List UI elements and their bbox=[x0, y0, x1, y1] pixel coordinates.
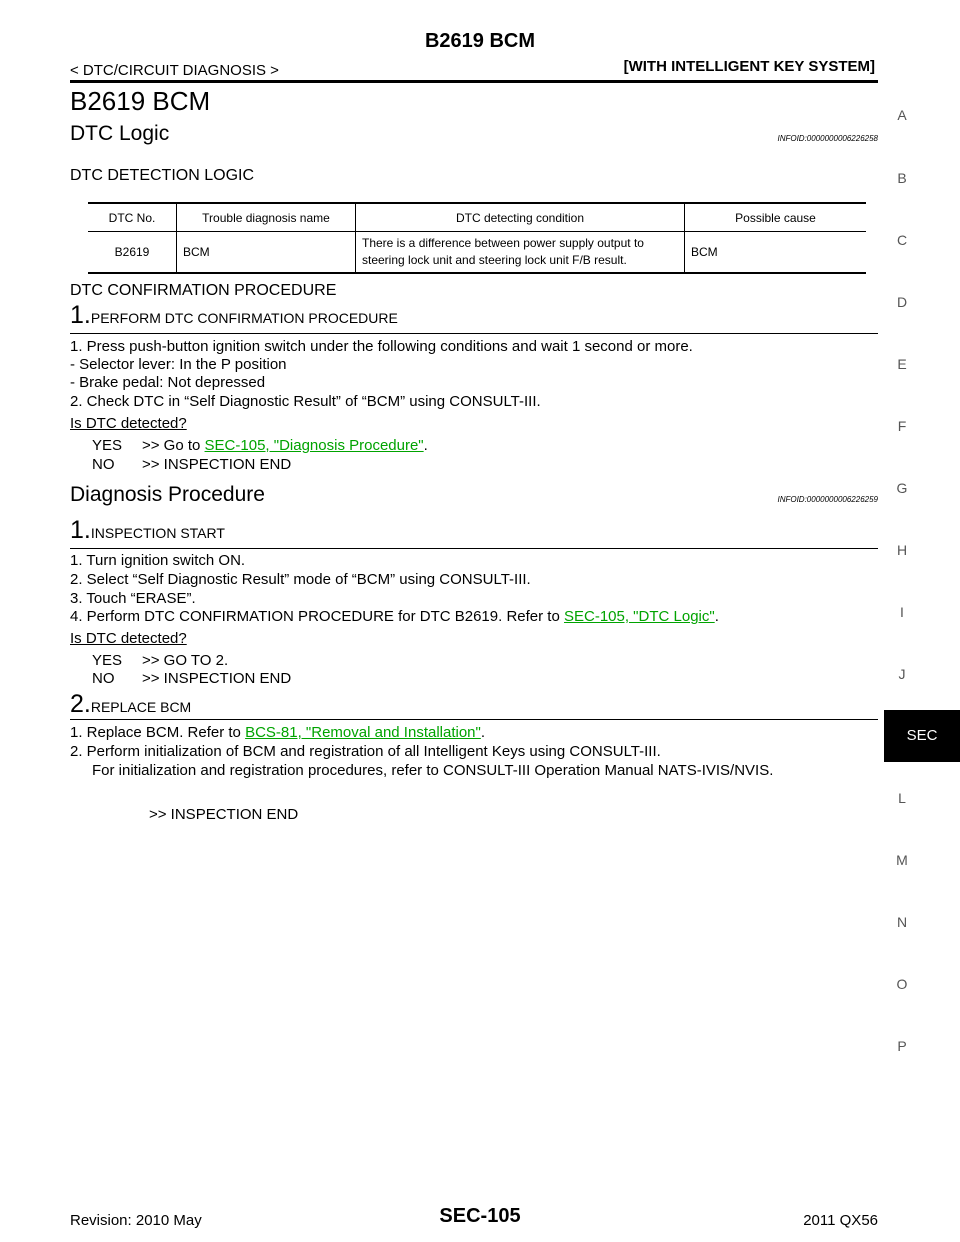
table-header-cell: Possible cause bbox=[684, 202, 866, 232]
answer-yes-label: YES bbox=[92, 652, 123, 669]
header-title: B2619 BCM bbox=[424, 30, 536, 52]
side-index-c[interactable]: C bbox=[896, 232, 908, 248]
procedure-line: 4. Perform DTC CONFIRMATION PROCEDURE fo… bbox=[70, 608, 719, 625]
procedure-line: - Brake pedal: Not depressed bbox=[70, 374, 266, 391]
step-label: REPLACE BCM bbox=[90, 699, 192, 715]
side-index-i[interactable]: I bbox=[900, 604, 904, 620]
dtc-logic-infoid: INFOID:0000000006226258 bbox=[777, 134, 878, 143]
side-index-g[interactable]: G bbox=[896, 480, 908, 496]
step-number: 1. bbox=[70, 516, 91, 544]
step-number: 2. bbox=[70, 690, 91, 718]
step-title: 1.INSPECTION START bbox=[70, 516, 225, 545]
answer-text: >> Go to bbox=[142, 437, 205, 454]
procedure-line: - Selector lever: In the P position bbox=[70, 356, 287, 373]
table-header-cell: DTC detecting condition bbox=[355, 202, 685, 232]
header-divider bbox=[70, 80, 878, 83]
procedure-line: 2. Perform initialization of BCM and reg… bbox=[70, 743, 661, 760]
step-number: 1. bbox=[70, 301, 91, 329]
dtc-logic-heading: DTC Logic bbox=[70, 122, 170, 145]
header-section: < DTC/CIRCUIT DIAGNOSIS > bbox=[70, 62, 279, 79]
step-divider bbox=[70, 333, 878, 334]
page-title: B2619 BCM bbox=[70, 86, 211, 116]
side-index-a[interactable]: A bbox=[897, 107, 907, 123]
dtc-confirmation-heading: DTC CONFIRMATION PROCEDURE bbox=[70, 282, 337, 299]
footer-revision: Revision: 2010 May bbox=[70, 1212, 202, 1229]
answer-yes-label: YES bbox=[92, 437, 123, 454]
procedure-text: 4. Perform DTC CONFIRMATION PROCEDURE fo… bbox=[70, 608, 564, 625]
procedure-line: 2. Check DTC in “Self Diagnostic Result”… bbox=[70, 393, 541, 410]
table-cell: There is a difference between power supp… bbox=[355, 231, 685, 274]
table-cell: BCM bbox=[684, 231, 866, 274]
answer-suffix: . bbox=[423, 437, 428, 454]
procedure-line: 3. Touch “ERASE”. bbox=[70, 590, 196, 607]
header-system: [WITH INTELLIGENT KEY SYSTEM] bbox=[623, 58, 875, 75]
procedure-line: 2. Select “Self Diagnostic Result” mode … bbox=[70, 571, 531, 588]
answer-yes: >> Go to SEC-105, "Diagnosis Procedure". bbox=[142, 437, 428, 454]
procedure-suffix: . bbox=[480, 724, 486, 741]
removal-installation-link[interactable]: BCS-81, "Removal and Installation" bbox=[245, 724, 481, 741]
procedure-line: 1. Turn ignition switch ON. bbox=[70, 552, 246, 569]
procedure-text: 1. Replace BCM. Refer to bbox=[70, 724, 246, 741]
side-index-d[interactable]: D bbox=[896, 294, 908, 310]
diagnosis-heading: Diagnosis Procedure bbox=[70, 483, 265, 506]
step-label: INSPECTION START bbox=[90, 525, 225, 541]
question: Is DTC detected? bbox=[70, 415, 187, 432]
side-index-h[interactable]: H bbox=[896, 542, 908, 558]
dtc-table: DTC No. Trouble diagnosis name DTC detec… bbox=[88, 202, 866, 274]
side-index-sec-active[interactable]: SEC bbox=[884, 710, 960, 762]
dtc-logic-link[interactable]: SEC-105, "DTC Logic" bbox=[563, 608, 715, 625]
side-index-m[interactable]: M bbox=[896, 852, 908, 868]
procedure-suffix: . bbox=[714, 608, 719, 625]
side-index-j[interactable]: J bbox=[898, 666, 906, 682]
table-cell: B2619 bbox=[88, 231, 177, 274]
diagnosis-infoid: INFOID:0000000006226259 bbox=[777, 495, 878, 504]
question: Is DTC detected? bbox=[70, 630, 187, 647]
step-divider bbox=[70, 548, 878, 549]
side-index-p[interactable]: P bbox=[897, 1038, 907, 1054]
step-divider bbox=[70, 719, 878, 720]
answer-no-label: NO bbox=[92, 456, 115, 473]
diagnosis-procedure-link[interactable]: SEC-105, "Diagnosis Procedure" bbox=[204, 437, 424, 454]
procedure-line: 1. Press push-button ignition switch und… bbox=[70, 338, 693, 355]
procedure-line: 1. Replace BCM. Refer to BCS-81, "Remova… bbox=[70, 724, 485, 741]
answer-no: >> INSPECTION END bbox=[142, 456, 292, 473]
table-cell: BCM bbox=[176, 231, 356, 274]
footer-model: 2011 QX56 bbox=[803, 1212, 878, 1229]
side-index-o[interactable]: O bbox=[896, 976, 908, 992]
answer-yes: >> GO TO 2. bbox=[142, 652, 229, 669]
procedure-line: For initialization and registration proc… bbox=[92, 762, 774, 779]
answer-no-label: NO bbox=[92, 670, 115, 687]
table-header-cell: Trouble diagnosis name bbox=[176, 202, 356, 232]
step-title: 2.REPLACE BCM bbox=[70, 690, 191, 719]
footer-page-number: SEC-105 bbox=[439, 1205, 521, 1227]
side-index-b[interactable]: B bbox=[897, 170, 907, 186]
dtc-detection-heading: DTC DETECTION LOGIC bbox=[70, 167, 255, 184]
step-label: PERFORM DTC CONFIRMATION PROCEDURE bbox=[90, 310, 398, 326]
side-index-l[interactable]: L bbox=[898, 790, 906, 806]
answer-no: >> INSPECTION END bbox=[142, 670, 292, 687]
side-index-f[interactable]: F bbox=[897, 418, 907, 434]
step-title: 1.PERFORM DTC CONFIRMATION PROCEDURE bbox=[70, 301, 398, 330]
side-index-n[interactable]: N bbox=[896, 914, 908, 930]
table-header-cell: DTC No. bbox=[88, 202, 177, 232]
side-index-e[interactable]: E bbox=[897, 356, 907, 372]
table-row: B2619 BCM There is a difference between … bbox=[88, 231, 866, 274]
inspection-end: >> INSPECTION END bbox=[149, 806, 299, 823]
table-header-row: DTC No. Trouble diagnosis name DTC detec… bbox=[88, 202, 866, 232]
